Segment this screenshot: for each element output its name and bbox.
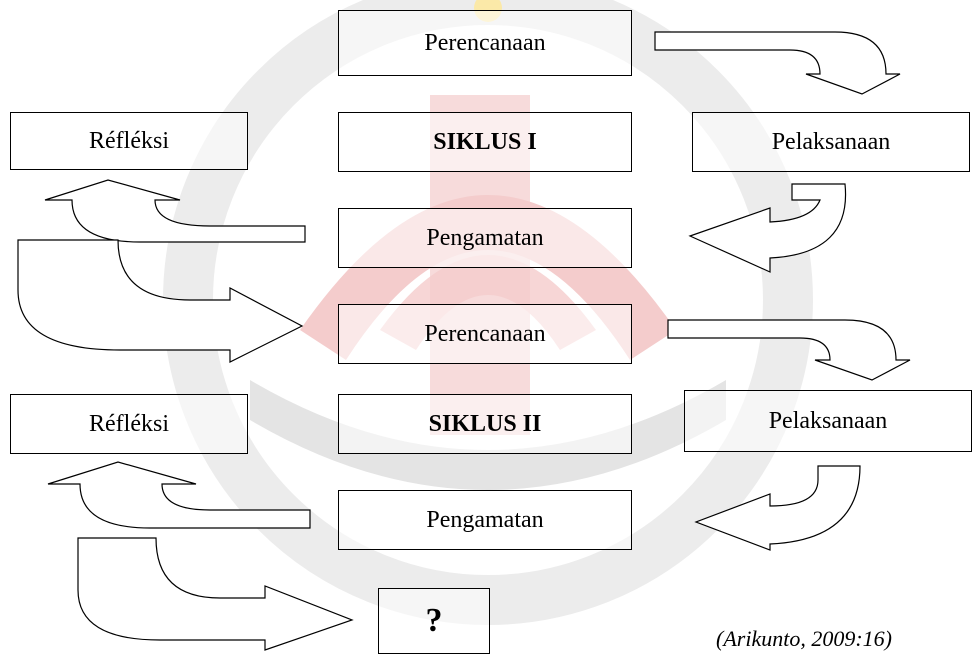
action-label: Pelaksanaan [768,407,888,434]
next-cycle-box: ? [378,588,490,654]
planning-box-cycle-2: Perencanaan [338,304,632,364]
curved-arrow-icon [654,31,901,95]
next-cycle-label: ? [425,602,443,639]
curved-arrow-icon [694,465,861,551]
cycle-2-label: SIKLUS II [428,410,542,437]
reflection-box-cycle-1: Réfléksi [10,112,248,170]
action-label: Pelaksanaan [771,128,891,155]
curved-arrow-icon [688,183,847,273]
reflection-label: Réfléksi [89,127,169,154]
observation-label: Pengamatan [426,506,544,533]
planning-box-cycle-1: Perencanaan [338,10,632,76]
cycle-1-title-box: SIKLUS I [338,112,632,172]
reflection-box-cycle-2: Réfléksi [10,394,248,454]
curved-arrow-icon [47,461,311,529]
curved-arrow-icon [77,537,354,651]
observation-box-cycle-1: Pengamatan [338,208,632,268]
planning-label: Perencanaan [424,320,546,347]
action-box-cycle-2: Pelaksanaan [684,390,972,452]
citation: (Arikunto, 2009:16) [716,626,892,651]
curved-arrow-icon [667,319,911,381]
planning-label: Perencanaan [424,29,546,56]
cycle-2-title-box: SIKLUS II [338,394,632,454]
curved-arrow-icon [17,239,304,363]
observation-label: Pengamatan [426,224,544,251]
reflection-label: Réfléksi [89,410,169,437]
action-box-cycle-1: Pelaksanaan [692,112,970,172]
cycle-1-label: SIKLUS I [433,128,537,155]
curved-arrow-icon [44,179,306,243]
observation-box-cycle-2: Pengamatan [338,490,632,550]
